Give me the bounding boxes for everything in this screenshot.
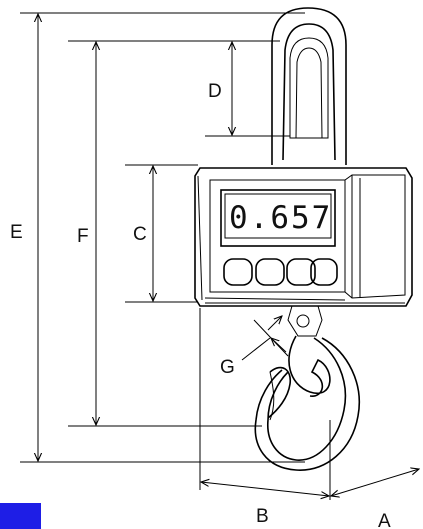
dimension-b-arrow bbox=[201, 482, 329, 496]
dimension-g-arrow-top bbox=[267, 316, 282, 331]
shackle bbox=[271, 7, 347, 165]
label-d: D bbox=[208, 81, 222, 102]
label-b: B bbox=[256, 506, 269, 527]
accent-tab bbox=[0, 503, 41, 529]
label-g: G bbox=[220, 357, 235, 378]
label-f: F bbox=[77, 226, 89, 247]
label-a: A bbox=[378, 511, 391, 529]
dimension-labels: E F C D G B A bbox=[10, 81, 391, 529]
dimension-a-arrow bbox=[331, 469, 419, 496]
keypad bbox=[223, 258, 338, 286]
dimension-arrows bbox=[38, 14, 419, 496]
scale-body bbox=[194, 167, 413, 307]
key-button-3[interactable] bbox=[286, 258, 316, 286]
label-c: C bbox=[133, 224, 147, 245]
display-reading: 0.657 bbox=[229, 200, 332, 236]
key-button-4[interactable] bbox=[310, 258, 338, 286]
key-button-1[interactable] bbox=[223, 258, 253, 286]
lcd-display: 0.657 bbox=[220, 189, 336, 247]
key-button-2[interactable] bbox=[255, 258, 285, 286]
extension-lines bbox=[20, 12, 331, 500]
hook bbox=[254, 305, 360, 471]
label-e: E bbox=[10, 222, 23, 243]
